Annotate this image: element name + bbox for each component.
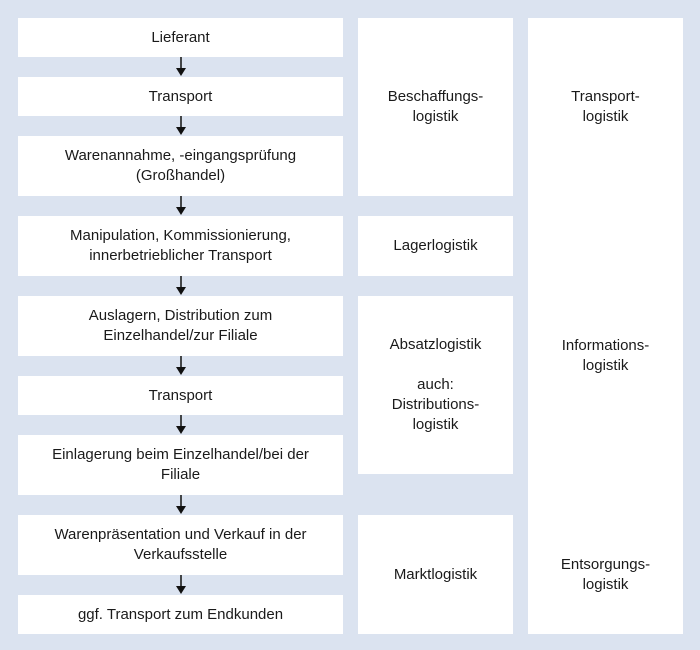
flow-step-transport-1: Transport [18, 77, 343, 116]
flow-step-warenannahme: Warenannahme, -eingangsprüfung (Großhand… [18, 136, 343, 196]
flow-step-endkunden-transport: ggf. Transport zum Endkunden [18, 595, 343, 634]
down-arrow-icon [175, 356, 187, 376]
down-arrow-icon [175, 196, 187, 216]
cross-functions-column: Transport- logistik Informations- logist… [528, 18, 683, 634]
function-transportlogistik: Transport- logistik [528, 18, 683, 196]
flow-step-auslagern: Auslagern, Distribution zum Einzelhandel… [18, 296, 343, 356]
function-informationslogistik: Informations- logistik [528, 276, 683, 436]
flow-step-lieferant: Lieferant [18, 18, 343, 57]
phase-lagerlogistik: Lagerlogistik [358, 216, 513, 276]
phase-marktlogistik: Marktlogistik [358, 515, 513, 634]
down-arrow-icon [175, 116, 187, 136]
flow-step-einlagerung: Einlagerung beim Einzelhandel/bei der Fi… [18, 435, 343, 495]
down-arrow-icon [175, 276, 187, 296]
flow-step-transport-2: Transport [18, 376, 343, 415]
down-arrow-icon [175, 415, 187, 435]
function-entsorgungslogistik: Entsorgungs- logistik [528, 515, 683, 634]
flow-step-manipulation: Manipulation, Kommissionierung, innerbet… [18, 216, 343, 276]
down-arrow-icon [175, 495, 187, 515]
flow-step-warenpraesentation: Warenpräsentation und Verkauf in der Ver… [18, 515, 343, 575]
phase-beschaffungslogistik: Beschaffungs- logistik [358, 18, 513, 196]
down-arrow-icon [175, 575, 187, 595]
down-arrow-icon [175, 57, 187, 77]
phase-absatzlogistik: Absatzlogistik auch: Distributions- logi… [358, 296, 513, 474]
